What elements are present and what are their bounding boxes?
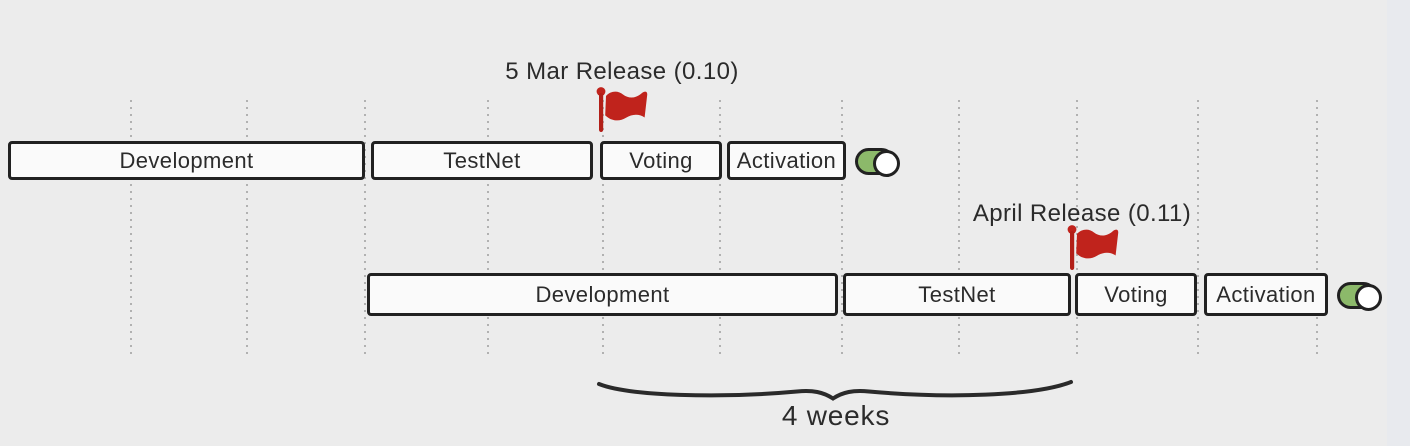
- phase-bar-voting: Voting: [1075, 273, 1197, 316]
- toggle-knob: [1355, 283, 1382, 311]
- four-weeks-brace: [597, 380, 1073, 401]
- week-gridline: [1076, 100, 1078, 358]
- phase-label: Development: [119, 147, 254, 173]
- release-0-11-label: April Release (0.11): [972, 200, 1192, 227]
- release-0-10-label: 5 Mar Release (0.10): [505, 58, 739, 85]
- phase-label: Development: [535, 281, 670, 307]
- phase-bar-testnet: TestNet: [371, 141, 593, 180]
- week-gridline: [1316, 100, 1318, 358]
- week-gridline: [246, 100, 248, 358]
- week-gridline: [487, 100, 489, 358]
- week-gridline: [958, 100, 960, 358]
- week-gridline: [1197, 100, 1199, 358]
- release-0-10-toggle[interactable]: [855, 148, 900, 177]
- week-gridline: [719, 100, 721, 358]
- red-flag-icon: [1067, 225, 1119, 270]
- phase-bar-testnet: TestNet: [843, 273, 1071, 316]
- right-edge-shade: [1387, 0, 1410, 446]
- week-gridline: [841, 100, 843, 358]
- phase-bar-development: Development: [8, 141, 365, 180]
- phase-label: Activation: [736, 147, 837, 173]
- phase-label: Voting: [1104, 281, 1168, 307]
- phase-bar-activation: Activation: [727, 141, 846, 180]
- week-gridline: [602, 100, 604, 358]
- phase-bar-voting: Voting: [600, 141, 722, 180]
- phase-bar-activation: Activation: [1204, 273, 1328, 316]
- phase-label: Activation: [1216, 281, 1316, 307]
- phase-label: TestNet: [443, 147, 521, 173]
- phase-label: Voting: [629, 147, 693, 173]
- phase-bar-development: Development: [367, 273, 838, 316]
- week-gridline: [364, 100, 366, 358]
- toggle-knob: [873, 149, 900, 177]
- phase-label: TestNet: [918, 281, 996, 307]
- week-gridline: [130, 100, 132, 358]
- red-flag-icon: [596, 87, 648, 132]
- release-0-11-toggle[interactable]: [1337, 282, 1382, 311]
- four-weeks-label: 4 weeks: [781, 400, 891, 431]
